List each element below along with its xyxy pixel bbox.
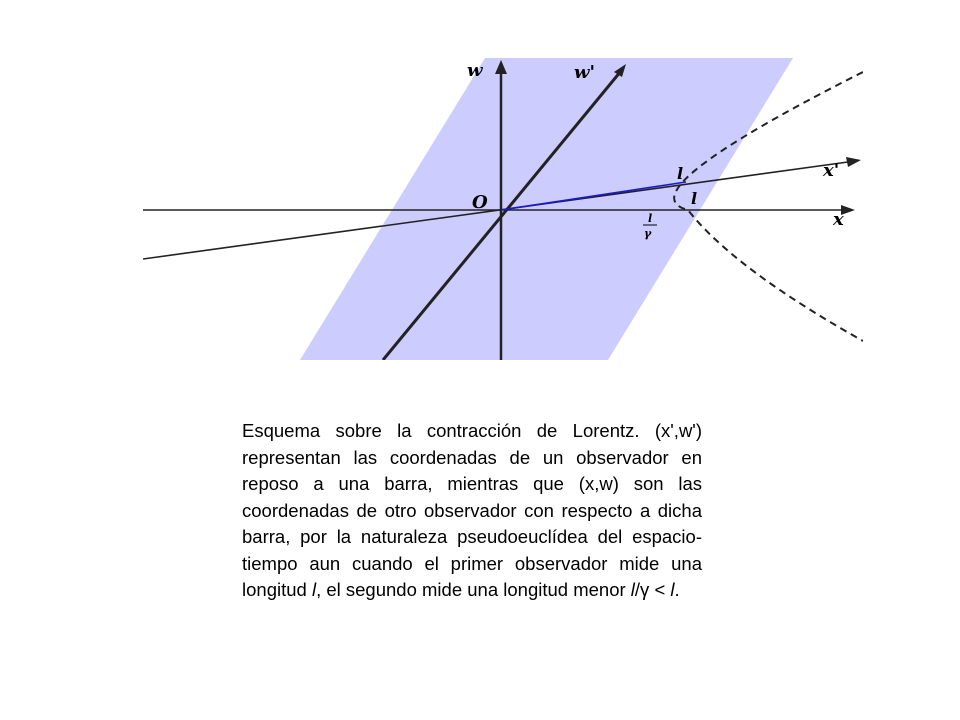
w-prime-axis-arrowhead: [614, 64, 626, 77]
lorentz-contraction-diagram: w w' x x' O l l l γ: [143, 58, 863, 360]
origin-label: O: [472, 192, 488, 213]
length-l-x-prime-label: l: [677, 164, 683, 183]
x-prime-axis-arrowhead: [846, 157, 861, 167]
x-prime-axis-label: x': [822, 160, 839, 181]
length-l-x-label: l: [691, 189, 697, 208]
caption-length-l-3: l: [670, 579, 675, 600]
x-axis-label: x: [832, 209, 844, 230]
w-axis-label: w: [467, 60, 484, 81]
contracted-length-label: l γ: [643, 212, 657, 240]
caption-text-end: .: [674, 579, 680, 600]
bar-worldtube-band: [300, 58, 793, 360]
caption-text-2: , el segundo mide una longitud menor: [316, 579, 631, 600]
x-prime-axis-line: [143, 161, 849, 260]
caption-text: Esquema sobre la contracción de Lorentz.…: [242, 420, 702, 600]
length-segment-x-prime: [500, 181, 687, 211]
w-axis-arrowhead: [495, 60, 507, 74]
caption-text-3: /γ <: [634, 579, 671, 600]
w-prime-axis-label: w': [574, 62, 595, 83]
calibration-hyperbola: [673, 71, 863, 342]
svg-text:l: l: [648, 212, 652, 225]
caption-length-l-2: l: [630, 579, 635, 600]
svg-text:γ: γ: [644, 227, 652, 240]
figure-caption: Esquema sobre la contracción de Lorentz.…: [242, 418, 702, 604]
x-axis-arrowhead: [841, 205, 855, 215]
caption-length-l: l: [311, 579, 317, 600]
